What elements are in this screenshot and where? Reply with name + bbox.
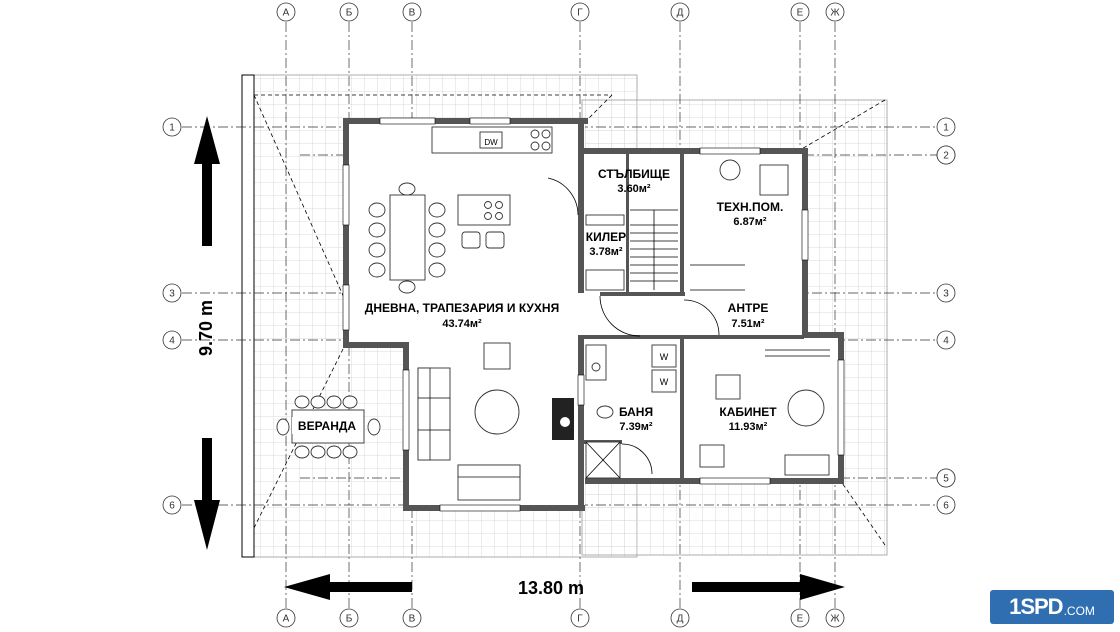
axis-label-2: Б	[346, 8, 353, 19]
dishwasher-label: DW	[484, 138, 498, 147]
room-area-stairs: 3.60м²	[617, 183, 651, 195]
axis-label-row-3: 3	[943, 289, 949, 300]
axis-label-row-1: 1	[943, 123, 949, 134]
room-name-hall: АНТРЕ	[728, 301, 769, 315]
axis-label-1: А	[283, 614, 290, 625]
width-dimension: 13.80 m	[518, 578, 584, 598]
logo-suffix: .COM	[1063, 604, 1095, 618]
room-name-veranda: ВЕРАНДА	[298, 419, 357, 433]
walls	[342, 117, 845, 512]
dimension-width: 13.80 m	[284, 574, 845, 600]
axis-label-4: Г	[577, 614, 583, 625]
axis-label-row-6: 6	[943, 501, 949, 512]
dimension-height: 9.70 m	[194, 116, 220, 550]
room-name-bath: БАНЯ	[619, 405, 653, 419]
height-dimension: 9.70 m	[196, 300, 216, 356]
furniture	[276, 126, 830, 501]
axis-label-5: Д	[677, 614, 684, 625]
arrow-right-icon	[692, 574, 845, 600]
axis-label-3: В	[409, 8, 416, 19]
room-name-study: КАБИНЕТ	[719, 405, 777, 419]
room-name-tech: ТЕХН.ПОМ.	[717, 200, 784, 214]
axis-label-row-4: 4	[169, 336, 175, 347]
axis-label-row-1: 1	[169, 123, 175, 134]
arrow-up-icon	[194, 116, 220, 246]
axis-label-1: А	[283, 8, 290, 19]
room-name-stairs: СТЪЛБИЩЕ	[598, 167, 670, 181]
axis-label-row-3: 3	[169, 289, 175, 300]
axis-label-7: Ж	[830, 8, 840, 19]
axis-label-row-2: 2	[943, 151, 949, 162]
arrow-left-icon	[284, 574, 412, 600]
room-area-hall: 7.51м²	[731, 318, 765, 330]
axis-label-4: Г	[577, 8, 583, 19]
axis-label-5: Д	[677, 8, 684, 19]
axis-label-3: В	[409, 614, 416, 625]
room-area-pantry: 3.78м²	[589, 246, 623, 258]
room-area-study: 11.93м²	[729, 421, 768, 433]
room-labels: ДНЕВНА, ТРАПЕЗАРИЯ И КУХНЯ 43.74м² СТЪЛБ…	[292, 167, 783, 434]
site-logo[interactable]: 1SPD.COM	[990, 590, 1114, 624]
axis-label-row-4: 4	[943, 336, 949, 347]
axis-label-row-6: 6	[169, 501, 175, 512]
axis-label-2: Б	[346, 614, 353, 625]
dryer-label: W	[660, 377, 669, 387]
room-name-pantry: КИЛЕР	[586, 230, 626, 244]
axis-label-row-5: 5	[943, 474, 949, 485]
logo-main: 1SPD	[1009, 594, 1063, 619]
room-area-living: 43.74м²	[442, 318, 482, 330]
room-area-tech: 6.87м²	[733, 216, 767, 228]
arrow-down-icon	[194, 438, 220, 550]
appliance-labels: DW W W	[484, 138, 668, 387]
axis-label-6: Е	[797, 8, 804, 19]
axis-label-6: Е	[797, 614, 804, 625]
axis-label-7: Ж	[830, 614, 840, 625]
room-area-bath: 7.39м²	[619, 421, 653, 433]
room-name-living: ДНЕВНА, ТРАПЕЗАРИЯ И КУХНЯ	[365, 301, 559, 315]
washer-label: W	[660, 352, 669, 362]
